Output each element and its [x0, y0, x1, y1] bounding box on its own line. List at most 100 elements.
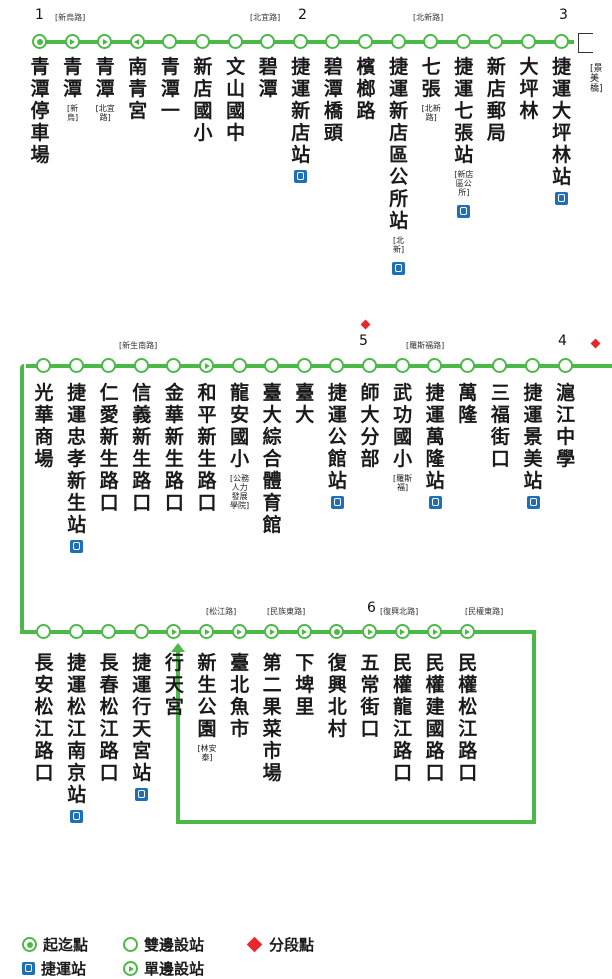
stop-name: 光華商場: [33, 382, 55, 470]
stop-name-text: 臺大綜合體育館: [262, 382, 282, 536]
stop-marker: [101, 624, 117, 639]
stop-name: 青潭停車場: [29, 56, 51, 166]
stop-marker: [64, 34, 80, 49]
stop-name: 臺大綜合體育館: [261, 382, 283, 536]
section-diamond-icon: [246, 936, 263, 953]
stop-marker: [557, 358, 573, 373]
stop-marker: [195, 34, 210, 49]
stop-name: 師大分部: [359, 382, 381, 470]
mrt-train-icon: [392, 262, 406, 275]
mrt-train-icon: [330, 496, 344, 509]
road-label: [新烏路]: [55, 13, 86, 22]
stop-marker: [133, 624, 149, 639]
stop-name-text: 捷運松江南京站: [67, 652, 87, 806]
stop-name-text: 捷運大坪林站: [552, 56, 572, 188]
stop-marker: [231, 358, 247, 373]
stop-name-text: 長安松江路口: [34, 652, 54, 784]
mrt-train-icon: [135, 788, 149, 801]
stop-name-text: 光華商場: [34, 382, 54, 470]
stop-name-text: 和平新生路口: [197, 382, 217, 514]
road-label: [民族東路]: [267, 607, 306, 616]
stop-name-text: 臺北魚市: [230, 652, 250, 740]
stop-name: 捷運行天宮站: [131, 652, 153, 806]
stop-name: 民權龍江路口: [392, 652, 414, 784]
stop-name: 青潭一: [159, 56, 181, 122]
stop-name: 捷運景美站: [522, 382, 544, 514]
stop-name: 檳榔路: [355, 56, 377, 122]
stop-marker: [231, 624, 247, 639]
stop-marker: [166, 624, 182, 639]
stop-name-text: 萬隆: [458, 382, 478, 426]
stop-marker: [329, 358, 345, 373]
road-label: [復興北路]: [380, 607, 419, 616]
stop-name-text: 青潭停車場: [30, 56, 50, 166]
stop-name-sub: [羅斯福]: [393, 474, 413, 492]
stop-name: 復興北村: [326, 652, 348, 740]
stop-marker: [264, 358, 280, 373]
stop-name-sub: [公務人力發展學院]: [230, 474, 250, 510]
stop-name: 龍安國小[公務人力發展學院]: [229, 382, 251, 514]
stop-marker: [162, 34, 178, 49]
single-side-stop-icon: [123, 961, 138, 976]
stop-name-text: 滬江中學: [556, 382, 576, 470]
stop-name-text: 民權建國路口: [425, 652, 445, 784]
section-number-1: 1: [35, 7, 44, 23]
road-label: [北宜路]: [250, 13, 281, 22]
stop-marker: [260, 34, 276, 49]
stop-marker: [32, 34, 47, 49]
stop-marker: [525, 358, 540, 373]
stop-name-text: 青潭一: [160, 56, 180, 122]
terminal-stop-icon: [22, 937, 37, 952]
stop-name-text: 碧潭: [258, 56, 278, 100]
stop-name-text: 捷運新店區公所站: [389, 56, 409, 232]
stop-marker: [455, 34, 471, 49]
legend-both: 雙邊設站: [123, 934, 204, 955]
stop-name: 捷運松江南京站: [66, 652, 88, 828]
stop-name-text: 捷運景美站: [523, 382, 543, 492]
stop-marker: [36, 358, 51, 373]
stop-name-text: 復興北村: [327, 652, 347, 740]
stop-marker: [362, 358, 377, 373]
section-point-marker: [360, 319, 371, 330]
stop-marker: [68, 358, 84, 373]
stop-name: 文山國中: [225, 56, 247, 144]
section-number-6: 6: [367, 600, 376, 616]
route-line-bottom-loop: [176, 820, 536, 824]
mrt-train-icon: [70, 540, 84, 553]
section-number-3: 3: [559, 7, 568, 23]
stop-name-text: 金華新生路口: [164, 382, 184, 514]
stop-name: 青潭[北宜路]: [94, 56, 116, 126]
stop-marker: [394, 624, 410, 639]
line-continuation-road: [景美橋]: [590, 64, 603, 94]
stop-marker: [97, 34, 113, 49]
route-line-row3-right-drop: [532, 630, 536, 824]
stop-name-sub: [林安泰]: [197, 744, 217, 762]
route-line-left-connector: [20, 364, 24, 632]
stop-name: 大坪林: [518, 56, 540, 122]
stop-marker: [390, 34, 406, 49]
stop-name: 長安松江路口: [33, 652, 55, 784]
mrt-train-icon: [70, 810, 84, 823]
stop-name: 民權建國路口: [424, 652, 446, 784]
stop-name: 碧潭橋頭: [322, 56, 344, 144]
stop-name-text: 三福街口: [490, 382, 510, 470]
stop-name: 萬隆: [457, 382, 479, 426]
stop-name-text: 新店郵局: [486, 56, 506, 144]
stop-name: 滬江中學: [555, 382, 577, 470]
stop-name-text: 臺大: [295, 382, 315, 426]
stop-marker: [199, 358, 214, 373]
stop-name-text: 捷運行天宮站: [132, 652, 152, 784]
stop-marker: [101, 358, 117, 373]
stop-name-text: 武功國小: [393, 382, 413, 470]
section-number-2: 2: [298, 7, 307, 23]
stop-name: 下埤里: [294, 652, 316, 718]
stop-name-text: 民權龍江路口: [393, 652, 413, 784]
stop-name-sub: [北新路]: [421, 104, 441, 122]
stop-marker: [362, 624, 377, 639]
mrt-train-icon: [294, 170, 308, 183]
stop-marker: [227, 34, 243, 49]
mrt-train-icon: [428, 496, 442, 509]
stop-name: 新店國小: [192, 56, 214, 144]
stop-name: 行天宮: [163, 652, 185, 718]
legend-mrt: 捷運站: [22, 958, 86, 979]
